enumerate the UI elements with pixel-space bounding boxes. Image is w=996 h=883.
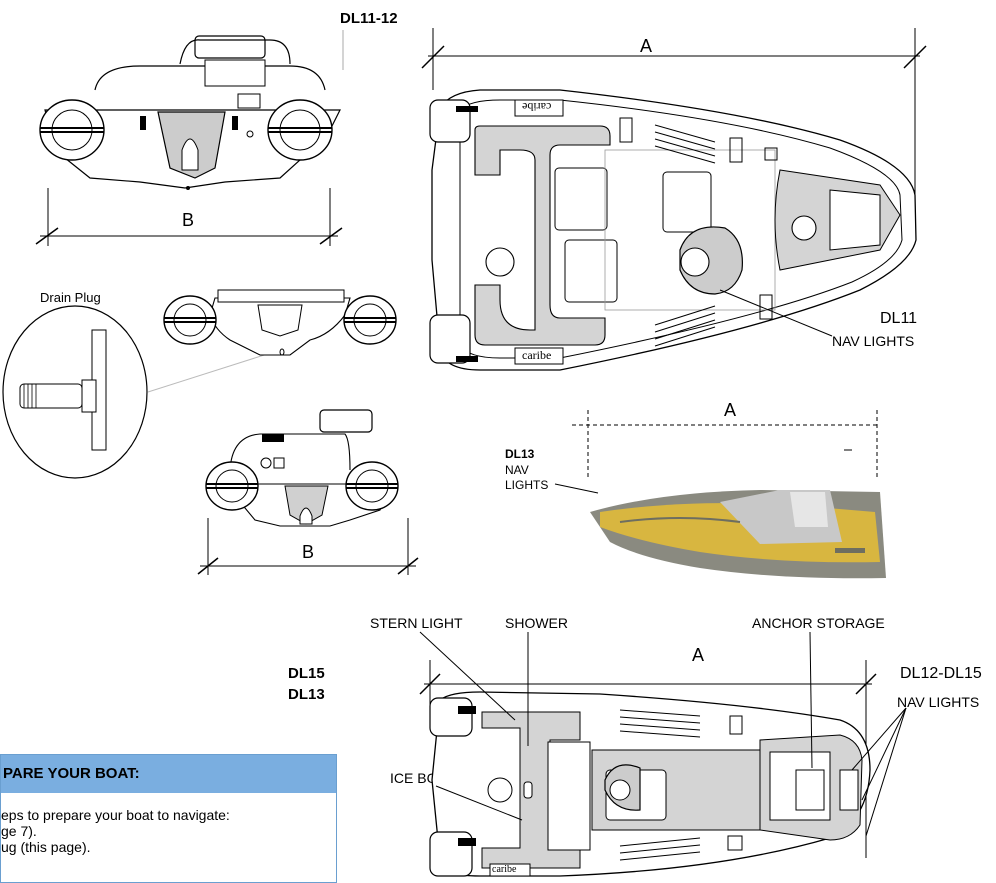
dimension-b-label: B [182, 210, 195, 230]
prepare-step-line: ug (this page). [1, 839, 91, 855]
model-label-dl13: DL13 [288, 686, 325, 703]
prepare-boat-box: PARE YOUR BOAT: eps to prepare your boat… [0, 754, 337, 883]
nav-lights-label-dl15: NAV LIGHTS [897, 694, 980, 710]
prepare-boat-header: PARE YOUR BOAT: [1, 755, 336, 793]
dimension-a-dl13 [572, 410, 880, 478]
prepare-boat-title: PARE YOUR BOAT: [3, 765, 140, 782]
dl13-boat-photo [590, 490, 886, 579]
dimension-a-label-dl15: A [692, 645, 705, 665]
dimension-a-label: A [640, 36, 653, 56]
nav-lights-photo-leader [554, 483, 599, 494]
anchor-storage-label: ANCHOR STORAGE [752, 615, 885, 631]
nav-lights-photo-line1: NAV [505, 463, 529, 477]
dimension-b-label-dl13: B [302, 542, 315, 562]
brand-plate-bottom: caribe [522, 348, 552, 362]
brand-plate-dl15: caribe [492, 864, 517, 875]
shower-label: SHOWER [505, 615, 568, 631]
drain-plug-detail [2, 289, 397, 479]
plan-view-dl11 [421, 28, 927, 371]
model-label-dl11: DL11 [880, 310, 918, 327]
stern-view-dl13 [197, 409, 419, 575]
nav-lights-label-dl11: NAV LIGHTS [832, 333, 915, 349]
plan-view-dl15 [419, 631, 907, 877]
model-label-dl15: DL15 [288, 665, 325, 682]
prepare-step-line: eps to prepare your boat to navigate: [1, 807, 230, 823]
model-label-dl11-12: DL11-12 [340, 10, 398, 27]
dimension-a-label-dl13: A [724, 400, 737, 420]
stern-view-dl11-12 [35, 30, 344, 246]
prepare-step-line: ge 7). [1, 823, 37, 839]
nav-lights-photo-line2: LIGHTS [505, 478, 549, 492]
drain-plug-label: Drain Plug [40, 290, 101, 305]
model-label-dl12-dl15: DL12-DL15 [900, 665, 982, 682]
stern-light-label: STERN LIGHT [370, 615, 463, 631]
model-label-dl13-photo: DL13 [505, 447, 535, 461]
